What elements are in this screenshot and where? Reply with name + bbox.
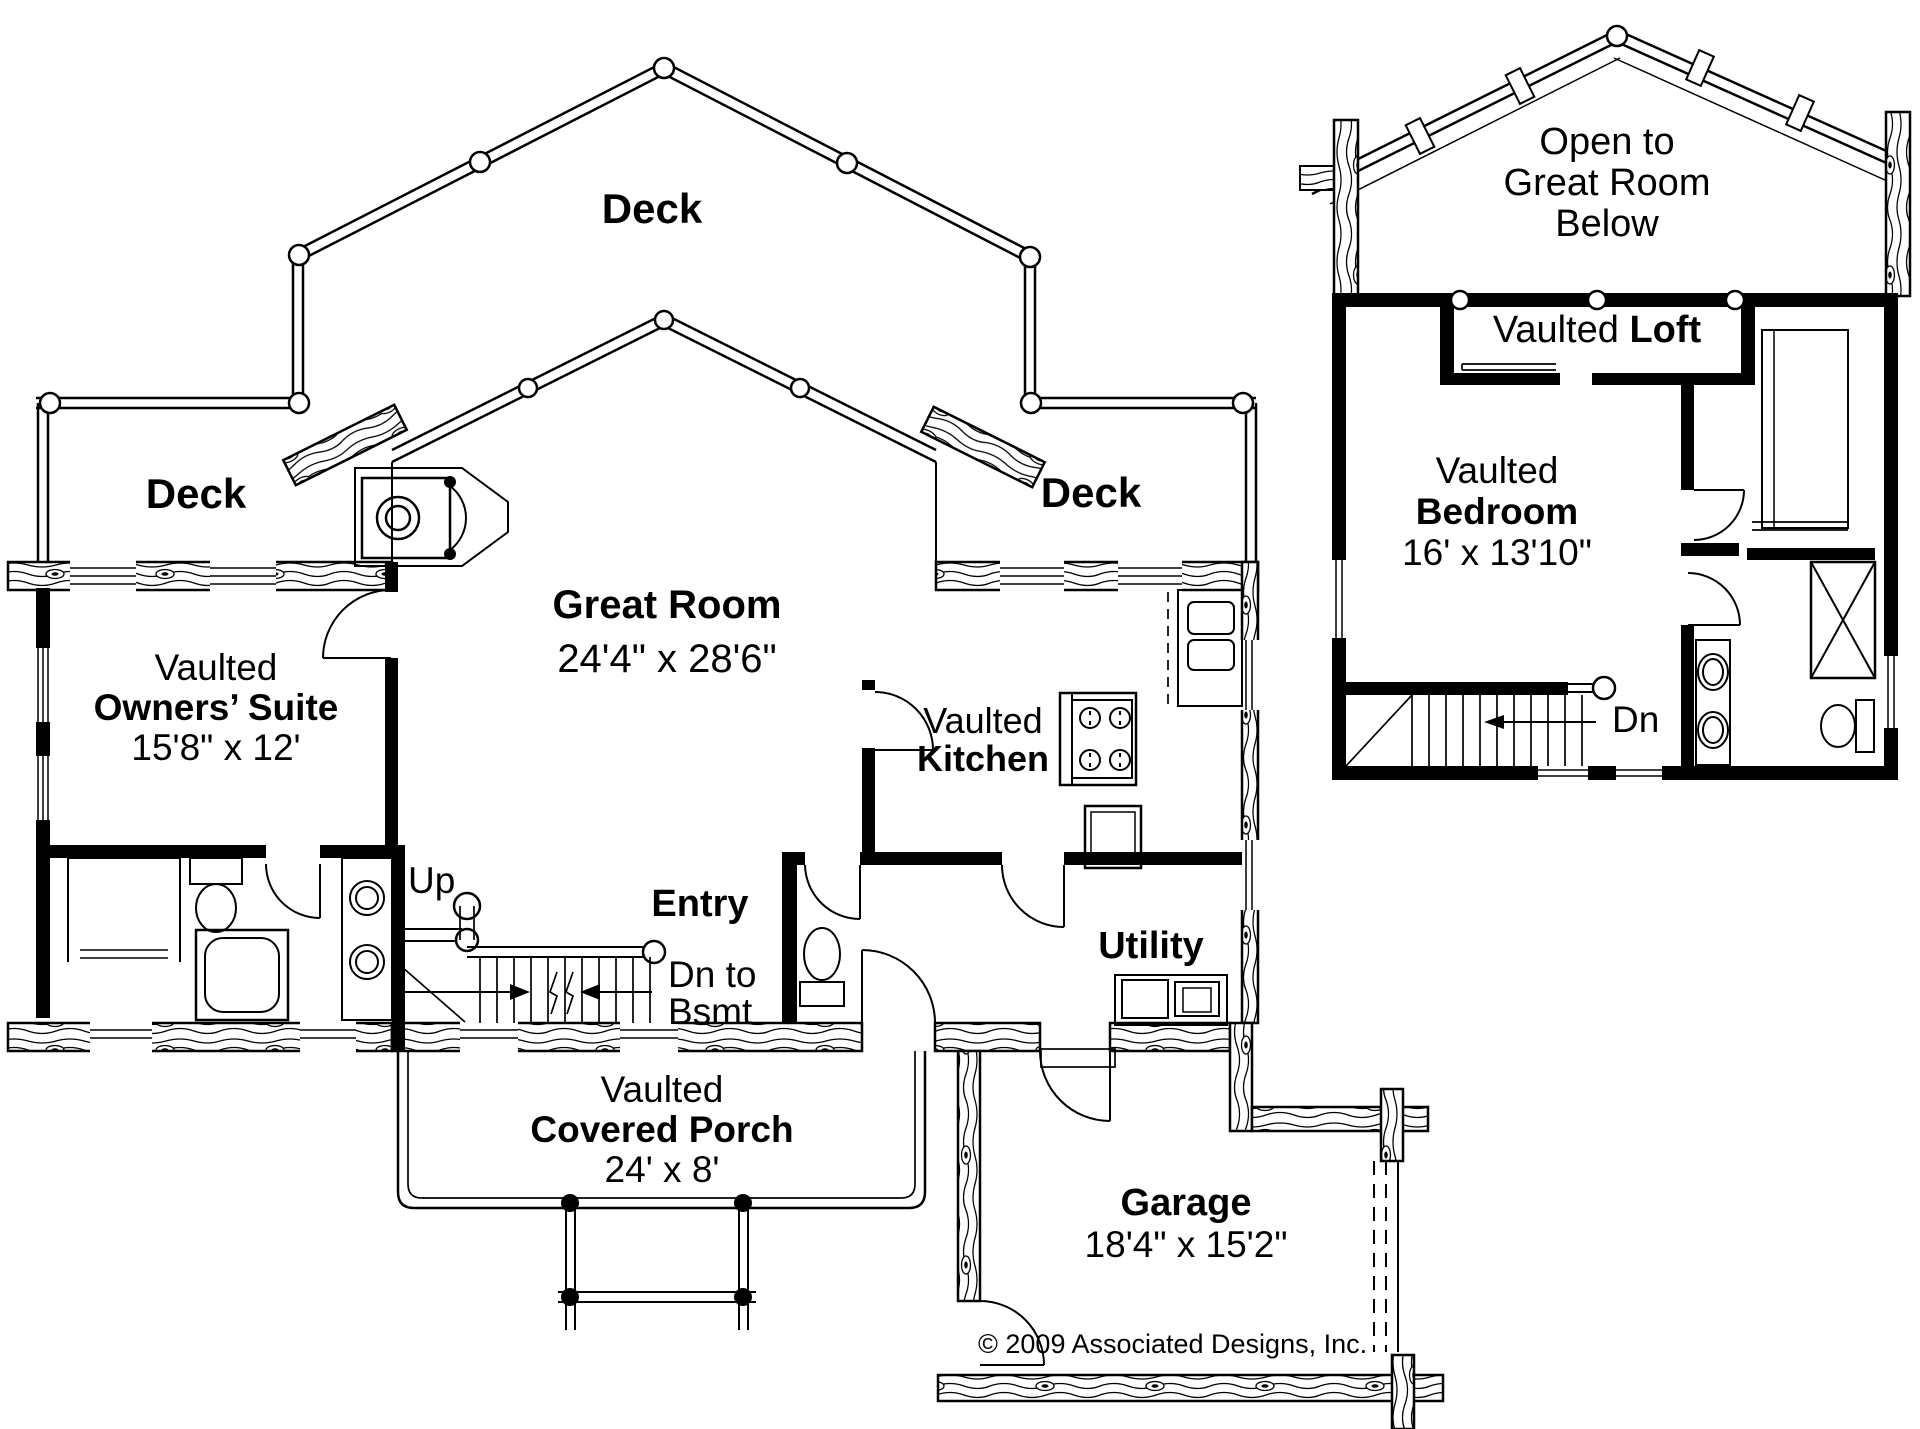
label-copyright: © 2009 Associated Designs, Inc. — [978, 1329, 1368, 1359]
upper-floor-plan — [1299, 24, 1912, 782]
label-open-to-great-room: Open to Great Room Below — [1503, 121, 1711, 245]
label-vaulted-loft: Vaulted Loft — [1492, 309, 1702, 351]
kitchen-fixtures — [862, 589, 1243, 928]
covered-porch-outline — [396, 1051, 927, 1330]
shower-symbol — [1809, 560, 1877, 680]
owners-suite-walls — [36, 562, 398, 919]
left-deck-railing — [36, 391, 311, 568]
refrigerator-symbol — [1083, 804, 1143, 870]
right-deck-railing — [1019, 391, 1258, 568]
main-floor-plan — [6, 56, 1445, 1429]
upper-outer-walls — [1328, 293, 1902, 782]
stove-symbol — [1058, 691, 1138, 787]
main-stairs — [393, 891, 667, 1023]
down-arrow — [1484, 715, 1504, 729]
label-kitchen: Vaulted Kitchen — [916, 700, 1050, 779]
loft-walls — [1440, 289, 1755, 385]
top-deck-railing — [287, 56, 1042, 402]
entry-door — [861, 949, 936, 1024]
roof-gable — [1299, 24, 1912, 298]
up-arrow — [510, 984, 530, 1000]
entry-powder-room — [782, 852, 900, 1023]
garage-door — [1373, 1161, 1399, 1352]
label-covered-porch: Vaulted Covered Porch 24' x 8' — [530, 1069, 794, 1190]
label-up: Up — [408, 860, 456, 901]
exterior-log-walls — [6, 560, 1262, 1053]
down-arrow — [580, 984, 600, 1000]
toilet-symbol — [799, 927, 845, 1007]
closet-symbol — [67, 857, 181, 962]
porch-steps — [558, 1208, 756, 1330]
label-great-room: Great Room 24'4" x 28'6" — [552, 583, 782, 681]
label-bedroom: Vaulted Bedroom 16' x 13'10" — [1402, 450, 1592, 573]
label-deck-right: Deck — [1040, 469, 1142, 516]
label-dn-upper: Dn — [1612, 699, 1660, 740]
upper-bathroom — [1695, 560, 1877, 766]
label-dn-to-bsmt: Dn to Bsmt — [668, 954, 757, 1032]
upper-closet — [1752, 329, 1849, 531]
vanity-sinks-symbol — [1695, 639, 1731, 766]
owners-bath — [67, 845, 405, 1051]
label-deck-left: Deck — [145, 470, 247, 517]
bathtub-symbol — [194, 928, 290, 1022]
kitchen-sink-symbol — [1167, 589, 1243, 707]
bedroom-walls — [1681, 377, 1875, 766]
vanity-sinks-symbol — [341, 857, 393, 1021]
garage-walls — [936, 1021, 1445, 1429]
label-owners-suite: Vaulted Owners’ Suite 15'8" x 12' — [93, 647, 339, 768]
utility-appliances — [1114, 974, 1228, 1026]
toilet-symbol — [189, 857, 243, 933]
wood-stove-symbol — [354, 467, 509, 567]
label-utility: Utility — [1098, 925, 1204, 967]
label-garage: Garage 18'4" x 15'2" — [1084, 1182, 1288, 1266]
great-room-prow — [281, 309, 1047, 562]
label-deck-top: Deck — [601, 185, 703, 232]
toilet-symbol — [1820, 699, 1875, 753]
upper-stairs — [1332, 675, 1617, 767]
label-entry: Entry — [651, 883, 749, 925]
